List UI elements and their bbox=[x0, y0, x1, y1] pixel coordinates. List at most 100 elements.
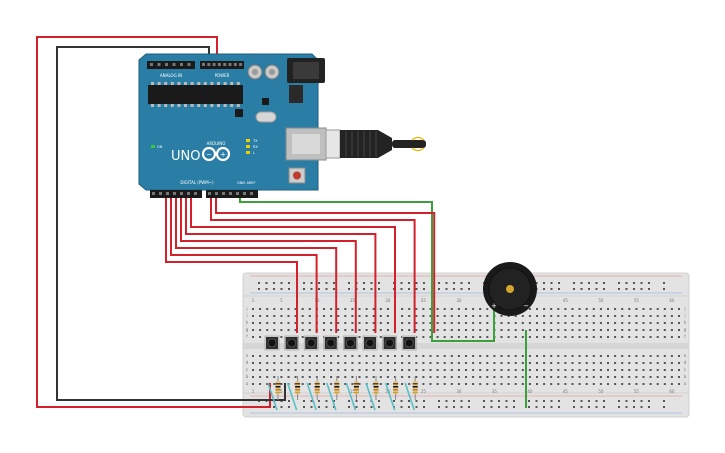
breadboard-column-number: 45 bbox=[563, 389, 569, 394]
breadboard-column-number: 15 bbox=[350, 389, 356, 394]
resistor-jumper-wire[interactable] bbox=[384, 382, 396, 411]
resistor[interactable] bbox=[334, 376, 340, 400]
resistor-jumper-wire[interactable] bbox=[326, 382, 337, 411]
breadboard-column-number: 20 bbox=[385, 298, 391, 303]
resistor-jumper-wire[interactable] bbox=[365, 382, 376, 411]
pushbutton[interactable] bbox=[382, 335, 397, 351]
analog-header-label: ANALOG IN bbox=[160, 73, 182, 78]
breadboard-column-number: 40 bbox=[527, 389, 533, 394]
button-signal-wire[interactable] bbox=[170, 198, 318, 333]
tx-label: TX bbox=[252, 139, 258, 143]
usb-cable-boot bbox=[340, 130, 392, 158]
breadboard-holes bbox=[252, 282, 680, 408]
resistor[interactable] bbox=[314, 376, 320, 400]
pushbutton[interactable] bbox=[284, 335, 299, 351]
pushbutton[interactable] bbox=[343, 335, 358, 351]
wire-5v-red[interactable] bbox=[36, 36, 271, 408]
button-signal-wire[interactable] bbox=[190, 198, 396, 333]
svg-text:−: − bbox=[206, 151, 212, 159]
breadboard-column-number: 45 bbox=[563, 298, 569, 303]
breadboard-row-letter: h bbox=[684, 320, 687, 325]
button-signal-wire[interactable] bbox=[175, 198, 338, 333]
resistor[interactable] bbox=[275, 376, 281, 400]
breadboard-column-number: 35 bbox=[492, 389, 498, 394]
usb-plug[interactable] bbox=[325, 129, 341, 159]
breadboard-row-letter: i bbox=[246, 313, 247, 318]
breadboard[interactable]: 1155101015152020252530303535404045455050… bbox=[242, 272, 690, 418]
resistor[interactable] bbox=[412, 376, 418, 400]
on-led bbox=[151, 145, 155, 148]
piezo-buzzer[interactable]: + − bbox=[483, 262, 537, 316]
button-signal-wire[interactable] bbox=[215, 198, 436, 333]
pushbutton[interactable] bbox=[264, 335, 280, 351]
pushbutton[interactable] bbox=[323, 335, 339, 351]
resistor-jumper-wires bbox=[267, 382, 415, 411]
breadboard-row-letter: c bbox=[246, 367, 248, 372]
breadboard-column-number: 60 bbox=[669, 389, 675, 394]
digital-header-label: DIGITAL (PWM~) bbox=[180, 180, 214, 185]
breadboard-row-letter: e bbox=[684, 353, 687, 358]
breadboard-column-number: 50 bbox=[598, 389, 604, 394]
breadboard-column-number: 5 bbox=[280, 389, 283, 394]
button-signal-wires bbox=[165, 198, 436, 333]
breadboard-row-letter: e bbox=[246, 353, 249, 358]
power-header-label: POWER bbox=[215, 73, 230, 78]
power-header[interactable] bbox=[200, 61, 244, 69]
buzzer-plus-label: + bbox=[491, 302, 497, 310]
top-header-pins bbox=[150, 63, 243, 66]
button-signal-wire[interactable] bbox=[185, 198, 377, 333]
board-model: UNO bbox=[171, 149, 200, 164]
resistor-jumper-wire[interactable] bbox=[345, 382, 357, 411]
resistor-jumper-wire[interactable] bbox=[286, 382, 298, 411]
breadboard-row-letter: g bbox=[684, 327, 687, 332]
resistor[interactable] bbox=[295, 376, 301, 400]
button-signal-wire[interactable] bbox=[210, 198, 416, 333]
breadboard-row-letter: j bbox=[683, 306, 685, 311]
breadboard-column-number: 1 bbox=[252, 389, 255, 394]
pushbutton[interactable] bbox=[401, 335, 417, 351]
buzzer-center bbox=[506, 285, 514, 293]
analog-header[interactable] bbox=[147, 61, 195, 69]
resistor-jumper-wire[interactable] bbox=[404, 382, 415, 411]
breadboard-row-letter: h bbox=[246, 320, 249, 325]
pushbutton[interactable] bbox=[362, 335, 378, 351]
rx-label: RX bbox=[253, 145, 258, 149]
arduino-logo: − + bbox=[201, 146, 231, 162]
microcontroller-chip bbox=[148, 85, 243, 104]
breadboard-row-letter: j bbox=[245, 306, 247, 311]
button-signal-wire[interactable] bbox=[165, 198, 298, 333]
breadboard-row-letter: d bbox=[684, 360, 687, 365]
resistor[interactable] bbox=[393, 376, 399, 400]
breadboard-column-number: 15 bbox=[350, 298, 356, 303]
gnd-label: GND bbox=[237, 181, 245, 185]
breadboard-column-number: 55 bbox=[634, 389, 640, 394]
breadboard-column-number: 60 bbox=[669, 298, 675, 303]
brand-label: ARDUINO bbox=[207, 141, 226, 146]
breadboard-row-letter: g bbox=[246, 327, 249, 332]
voltage-regulator bbox=[289, 85, 303, 103]
crystal-oscillator bbox=[255, 111, 277, 123]
resistor[interactable] bbox=[353, 376, 359, 400]
pushbutton[interactable] bbox=[303, 335, 319, 351]
breadboard-row-letter: a bbox=[246, 381, 249, 386]
wire-gnd-black[interactable] bbox=[56, 46, 286, 401]
resistor[interactable] bbox=[373, 376, 379, 400]
breadboard-row-letter: d bbox=[246, 360, 249, 365]
breadboard-column-number: 30 bbox=[456, 389, 462, 394]
button-signal-wire[interactable] bbox=[180, 198, 357, 333]
wire-buzzer-green[interactable] bbox=[239, 186, 495, 342]
pushbuttons bbox=[264, 335, 417, 351]
breadboard-column-number: 50 bbox=[598, 298, 604, 303]
buzzer-minus-label: − bbox=[523, 302, 529, 310]
arduino-uno-board[interactable]: ANALOG IN POWER TX RX L ON UNO bbox=[138, 53, 426, 198]
breadboard-column-number: 1 bbox=[252, 298, 255, 303]
breadboard-row-letter: b bbox=[684, 374, 687, 379]
resistor-jumper-wire[interactable] bbox=[267, 382, 278, 411]
resistors bbox=[275, 376, 418, 400]
breadboard-row-letter: b bbox=[246, 374, 249, 379]
breadboard-row-letter: f bbox=[684, 334, 686, 339]
resistor-jumper-wire[interactable] bbox=[306, 382, 317, 411]
breadboard-column-number: 30 bbox=[456, 298, 462, 303]
